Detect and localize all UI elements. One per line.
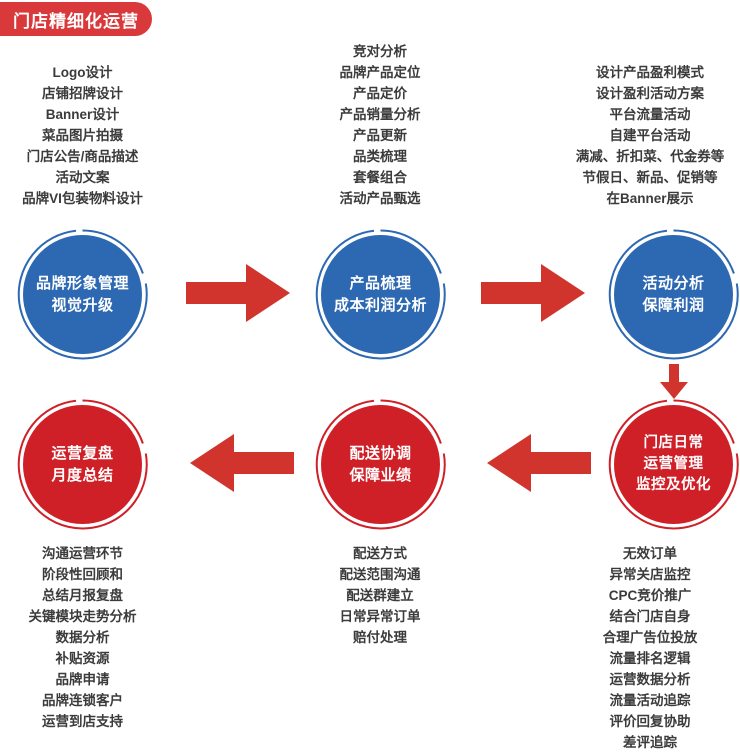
list-item: 在Banner展示 xyxy=(606,191,694,206)
list-item: 品牌申请 xyxy=(55,672,110,687)
node-operation-retrospective[interactable]: 运营复盘 月度总结 xyxy=(16,398,149,531)
node-disc: 品牌形象管理 视觉升级 xyxy=(23,235,142,354)
list-item: 流量排名逻辑 xyxy=(609,651,691,666)
text-list-daily-operations: 无效订单 异常关店监控 CPC竞价推广 结合门店自身 合理广告位投放 流量排名逻… xyxy=(560,543,740,753)
node-label-line: 门店日常 xyxy=(643,435,704,451)
list-item: 合理广告位投放 xyxy=(602,630,698,645)
arrow-daily-to-delivery-icon xyxy=(487,432,591,494)
node-ring xyxy=(16,228,149,361)
node-label-line: 成本利润分析 xyxy=(333,296,427,314)
node-ring xyxy=(314,398,447,531)
arrow-brand-to-product-icon xyxy=(186,262,290,324)
arrow-product-to-campaign-icon xyxy=(481,262,585,324)
arrow-delivery-to-retrospective-icon xyxy=(190,432,294,494)
list-item: 无效订单 xyxy=(623,546,677,561)
node-label-line: 保障业绩 xyxy=(349,466,412,484)
list-item: 品牌VI包装物料设计 xyxy=(22,191,143,206)
node-product-review[interactable]: 产品梳理 成本利润分析 xyxy=(314,228,447,361)
list-item: 设计盈利活动方案 xyxy=(596,86,704,101)
text-list-product-review: 竞对分析 品牌产品定位 产品定价 产品销量分析 产品更新 品类梳理 套餐组合 活… xyxy=(290,41,470,209)
list-item: CPC竞价推广 xyxy=(608,588,692,603)
page-title-banner: 门店精细化运营 xyxy=(0,2,152,36)
list-item: 菜品图片拍摄 xyxy=(42,128,123,143)
list-item: 配送群建立 xyxy=(346,588,414,603)
list-item: 运营到店支持 xyxy=(42,714,123,729)
node-label-line: 配送协调 xyxy=(349,444,412,462)
node-label-line: 产品梳理 xyxy=(349,274,412,292)
text-list-delivery-coordination: 配送方式 配送范围沟通 配送群建立 日常异常订单 赔付处理 xyxy=(290,543,470,648)
node-brand-image[interactable]: 品牌形象管理 视觉升级 xyxy=(16,228,149,361)
list-item: 总结月报复盘 xyxy=(42,588,123,603)
list-item: 差评追踪 xyxy=(623,735,677,750)
list-item: 品牌连锁客户 xyxy=(42,693,123,708)
list-item: 套餐组合 xyxy=(353,170,407,185)
list-item: 竞对分析 xyxy=(353,44,407,59)
node-label-line: 活动分析 xyxy=(642,274,705,292)
node-label-line: 运营复盘 xyxy=(51,444,114,462)
list-item: 活动文案 xyxy=(55,170,110,185)
list-item: 品牌产品定位 xyxy=(339,65,421,80)
list-item: Logo设计 xyxy=(52,65,113,80)
list-item: 设计产品盈利模式 xyxy=(596,65,704,80)
text-list-campaign-analysis: 设计产品盈利模式 设计盈利活动方案 平台流量活动 自建平台活动 满减、折扣菜、代… xyxy=(560,62,740,209)
node-label-line: 监控及优化 xyxy=(636,477,711,493)
list-item: 结合门店自身 xyxy=(609,609,691,624)
node-daily-operations[interactable]: 门店日常 运营管理 监控及优化 xyxy=(607,398,740,531)
node-ring xyxy=(314,228,447,361)
node-disc: 门店日常 运营管理 监控及优化 xyxy=(614,405,733,524)
list-item: 赔付处理 xyxy=(353,630,407,645)
list-item: 补贴资源 xyxy=(55,651,110,666)
node-disc: 活动分析 保障利润 xyxy=(614,235,733,354)
list-item: 数据分析 xyxy=(55,630,110,645)
node-campaign-analysis[interactable]: 活动分析 保障利润 xyxy=(607,228,740,361)
node-disc: 运营复盘 月度总结 xyxy=(23,405,142,524)
list-item: 配送范围沟通 xyxy=(339,567,421,582)
text-list-brand-image: Logo设计 店铺招牌设计 Banner设计 菜品图片拍摄 门店公告/商品描述 … xyxy=(0,62,165,209)
list-item: 产品更新 xyxy=(353,128,407,143)
list-item: 产品定价 xyxy=(353,86,407,101)
text-list-operation-retrospective: 沟通运营环节 阶段性回顾和 总结月报复盘 关键模块走势分析 数据分析 补贴资源 … xyxy=(0,543,165,732)
list-item: 日常异常订单 xyxy=(339,609,421,624)
list-item: 阶段性回顾和 xyxy=(42,567,123,582)
node-label-line: 保障利润 xyxy=(642,296,705,314)
list-item: 运营数据分析 xyxy=(609,672,691,687)
list-item: 异常关店监控 xyxy=(609,567,691,582)
node-label-line: 品牌形象管理 xyxy=(35,274,129,292)
node-delivery-coordination[interactable]: 配送协调 保障业绩 xyxy=(314,398,447,531)
node-disc: 配送协调 保障业绩 xyxy=(321,405,440,524)
list-item: 配送方式 xyxy=(353,546,407,561)
list-item: 流量活动追踪 xyxy=(609,693,691,708)
list-item: 满减、折扣菜、代金券等 xyxy=(575,149,725,164)
list-item: 产品销量分析 xyxy=(339,107,421,122)
list-item: 店铺招牌设计 xyxy=(42,86,123,101)
node-ring xyxy=(607,228,740,361)
list-item: 品类梳理 xyxy=(353,149,407,164)
list-item: Banner设计 xyxy=(45,107,120,122)
list-item: 评价回复协助 xyxy=(609,714,691,729)
node-label-line: 月度总结 xyxy=(51,466,114,484)
page-title: 门店精细化运营 xyxy=(13,11,139,31)
node-label-line: 运营管理 xyxy=(643,456,704,472)
list-item: 平台流量活动 xyxy=(609,107,691,122)
node-ring xyxy=(607,398,740,531)
list-item: 关键模块走势分析 xyxy=(28,609,137,624)
node-label-line: 视觉升级 xyxy=(51,296,114,314)
node-disc: 产品梳理 成本利润分析 xyxy=(321,235,440,354)
list-item: 自建平台活动 xyxy=(609,128,691,143)
list-item: 活动产品甄选 xyxy=(339,191,421,206)
list-item: 节假日、新品、促销等 xyxy=(582,170,718,185)
arrow-campaign-to-daily-icon xyxy=(659,364,689,399)
node-ring xyxy=(16,398,149,531)
list-item: 门店公告/商品描述 xyxy=(26,149,139,164)
list-item: 沟通运营环节 xyxy=(42,546,123,561)
